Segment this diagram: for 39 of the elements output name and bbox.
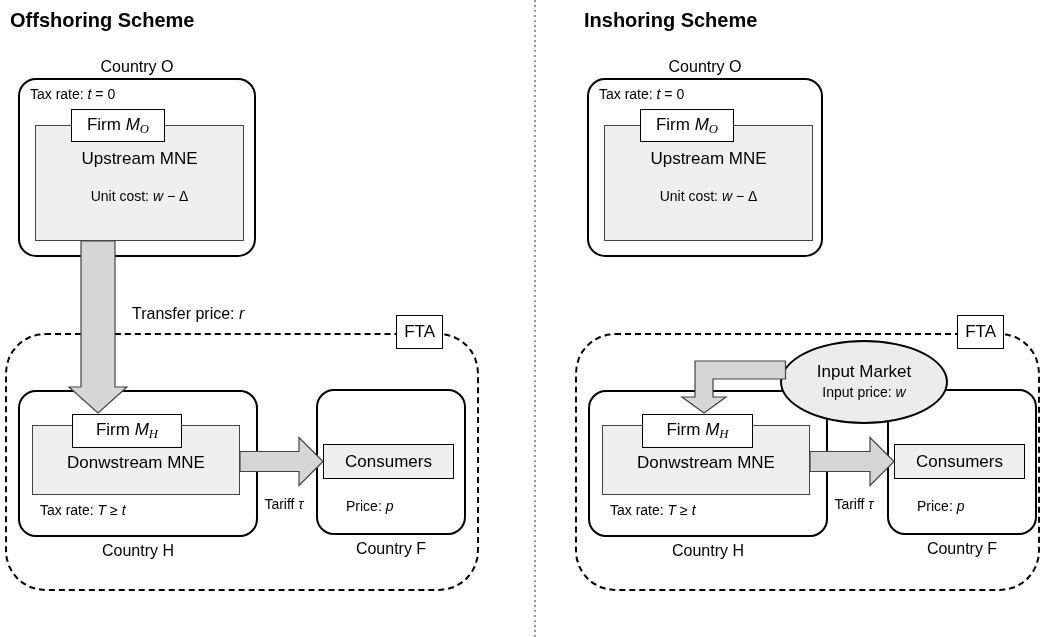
input-price-label: Input price: w [822,383,906,403]
rate-label: Price: p [346,497,394,516]
country-label: Country H [101,541,175,561]
rate-label: Tax rate: t = 0 [30,85,116,104]
fta-tag: FTA [957,315,1004,349]
cost-label: Unit cost: w − Δ [90,186,189,206]
block-arrow [239,436,324,487]
consumers-box [894,444,1025,479]
rate-label: Tax rate: T ≥ t [610,501,696,520]
edge-label: Transfer price: r [132,304,245,324]
firm-name-tag: Firm M$_{H}$ [72,414,182,448]
firm-type-label: Upstream MNE [81,148,198,170]
consumers-box [323,444,454,479]
country-label: Country O [99,57,175,77]
edge-label: Tariff τ [833,496,875,514]
rate-label: Price: p [917,497,965,516]
firm-name-tag: Firm M$_{H}$ [642,414,753,448]
firm-name-tag: Firm M$_{O}$ [640,109,734,142]
firm-type-label: Donwstream MNE [67,452,205,474]
fta-tag: FTA [396,315,443,349]
rate-label: Tax rate: t = 0 [599,85,685,104]
firm-type-label: Upstream MNE [650,148,767,170]
edge-label: Tariff τ [263,496,305,514]
firm-type-label: Donwstream MNE [637,452,775,474]
block-arrow [809,436,895,487]
country-label: Country F [925,539,999,559]
block-arrow [680,360,787,414]
firm-name-tag: Firm M$_{O}$ [71,109,165,142]
country-label: Country O [667,57,743,77]
rate-label: Tax rate: T ≥ t [40,501,126,520]
block-arrow [67,240,129,414]
country-label: Country F [354,539,428,559]
cost-label: Unit cost: w − Δ [659,186,758,206]
consumers-label: Consumers [916,450,1003,473]
market-label: Input Market [816,360,912,383]
consumers-label: Consumers [345,450,432,473]
country-label: Country H [671,541,745,561]
scheme-title: Inshoring Scheme [584,8,758,33]
scheme-title: Offshoring Scheme [10,8,195,33]
